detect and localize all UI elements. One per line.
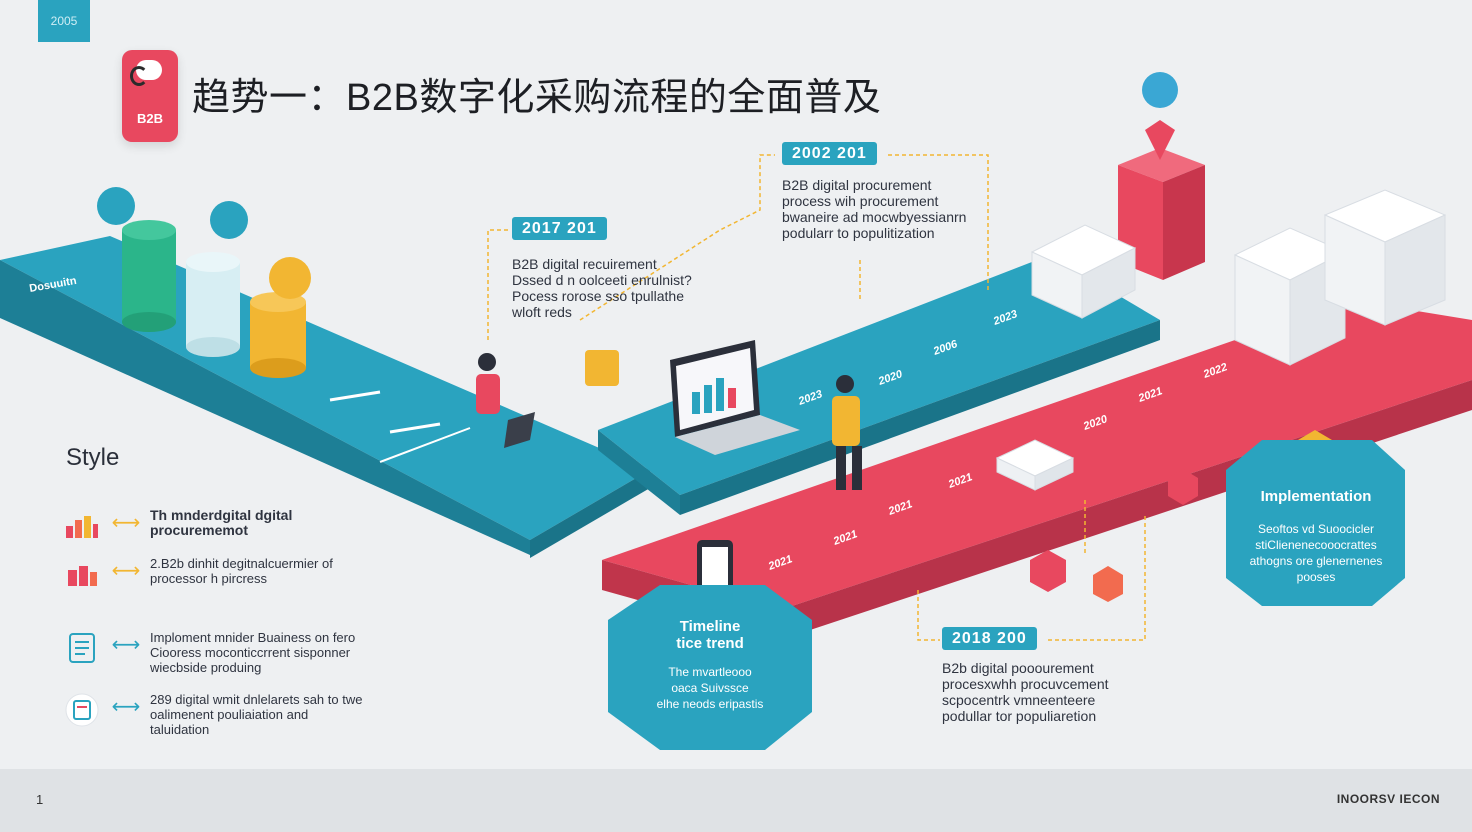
double-arrow-icon: ⟷	[111, 512, 141, 534]
globe-doc-icon	[62, 692, 102, 728]
double-arrow-icon: ⟷	[111, 634, 141, 656]
callout-2-line-3: bwaneire ad mocwbyessianrn	[782, 209, 967, 225]
implementation-line-2: stiClienenecooocrattes	[1255, 538, 1377, 552]
document-icon	[62, 630, 102, 666]
callout-1-line-1: B2B digital recuirement	[512, 256, 657, 272]
footer-bar	[0, 769, 1472, 832]
legend-text-1: Th mnderdgital dgital procurememot	[150, 507, 293, 538]
tablet-icon	[697, 540, 733, 592]
folder-icon	[585, 350, 619, 386]
callout-2-line-4: podularr to populitization	[782, 225, 935, 241]
laptop	[670, 340, 800, 455]
callout-2-line-2: process wih procurement	[782, 193, 939, 209]
timeline-subtitle: tice trend	[676, 635, 744, 652]
page-title: 趋势一：B2B数字化采购流程的全面普及	[192, 77, 882, 119]
coin-stack-green	[97, 187, 176, 332]
timeline-line-1: The mvartleooo	[668, 665, 752, 679]
b2b-tag-icon: B2B	[122, 50, 178, 142]
double-arrow-icon: ⟷	[111, 560, 141, 582]
legend-row-2: ⟷ 2.B2b dinhit degitnalcuermier of proce…	[62, 556, 370, 592]
timeline-title: Timeline	[679, 618, 741, 635]
double-arrow-icon: ⟷	[111, 696, 141, 718]
red-cube-2	[1168, 469, 1198, 505]
person-right	[832, 375, 862, 490]
style-heading: Style	[66, 444, 120, 471]
callout-2: 2002 201 B2B digital procurement process…	[782, 142, 1002, 241]
callout-1-line-2: Dssed d n oolceeti enrulnist?	[512, 272, 692, 288]
hex-implementation-shape	[1226, 440, 1405, 606]
callout-3: 2018 200 B2b digital pooourement procesx…	[942, 627, 1162, 724]
timeline-line-3: elhe neods eripastis	[656, 697, 764, 711]
server-stack-1	[1030, 224, 1137, 319]
legend-row-1: ⟷ Th mnderdgital dgital procurememot	[62, 508, 370, 544]
callout-1-line-4: wloft reds	[512, 304, 572, 320]
coin-stack-yellow	[250, 257, 311, 378]
callout-1: 2017 201 B2B digital recuirement Dssed d…	[512, 217, 732, 320]
implementation-title: Implementation	[1260, 488, 1372, 505]
legend-row-4: ⟷ 289 digital wmit dnlelarets sah to twe…	[62, 692, 370, 737]
year-badge: 2005	[38, 0, 90, 42]
page-number: 1	[36, 792, 44, 807]
globe-icon	[1142, 72, 1178, 108]
timeline-box: Timeline tice trend The mvartleooo oaca …	[620, 618, 800, 712]
implementation-line-1: Seoftos vd Suoocicler	[1257, 522, 1375, 536]
callout-3-year: 2018 200	[942, 627, 1037, 650]
callout-3-line-2: procesxwhh procuvcement	[942, 676, 1109, 692]
hex-timeline-shape	[608, 585, 812, 750]
implementation-line-4: pooses	[1296, 570, 1336, 584]
callout-2-year: 2002 201	[782, 142, 877, 165]
callout-2-line-1: B2B digital procurement	[782, 177, 932, 193]
building-chart-icon	[62, 556, 102, 592]
implementation-box: Implementation Seoftos vd Suoocicler sti…	[1232, 488, 1400, 585]
footer-brand: INOORSV IECON	[1336, 792, 1440, 806]
callout-1-line-3: Pocess rorose sso tpullathe	[512, 288, 684, 304]
bar-chart-icon	[62, 508, 102, 544]
b2b-tag-label: B2B	[136, 111, 163, 126]
callout-3-line-1: B2b digital pooourement	[942, 660, 1094, 676]
orange-cube	[1093, 566, 1123, 602]
legend-row-3: ⟷ Imploment mnider Buainess on fero Cioo…	[62, 630, 370, 675]
callout-3-line-4: podullar tor populiaretion	[942, 708, 1097, 724]
server-box-small	[995, 439, 1075, 491]
legend-text-3: Imploment mnider Buainess on fero Cioore…	[150, 630, 356, 675]
legend-text-4: 289 digital wmit dnlelarets sah to twe o…	[150, 692, 363, 737]
person-left	[476, 353, 535, 464]
callout-3-line-3: scpocentrk vmneenteere	[942, 692, 1096, 708]
coin-stack-white	[186, 201, 248, 357]
implementation-line-3: athogns ore glenernenes	[1249, 554, 1383, 568]
callout-1-year: 2017 201	[512, 217, 607, 240]
server-stack-3	[1323, 189, 1447, 326]
legend-text-2: 2.B2b dinhit degitnalcuermier of process…	[150, 556, 333, 586]
timeline-line-2: oaca Suivssce	[671, 681, 749, 695]
red-cube-1	[1030, 550, 1066, 592]
